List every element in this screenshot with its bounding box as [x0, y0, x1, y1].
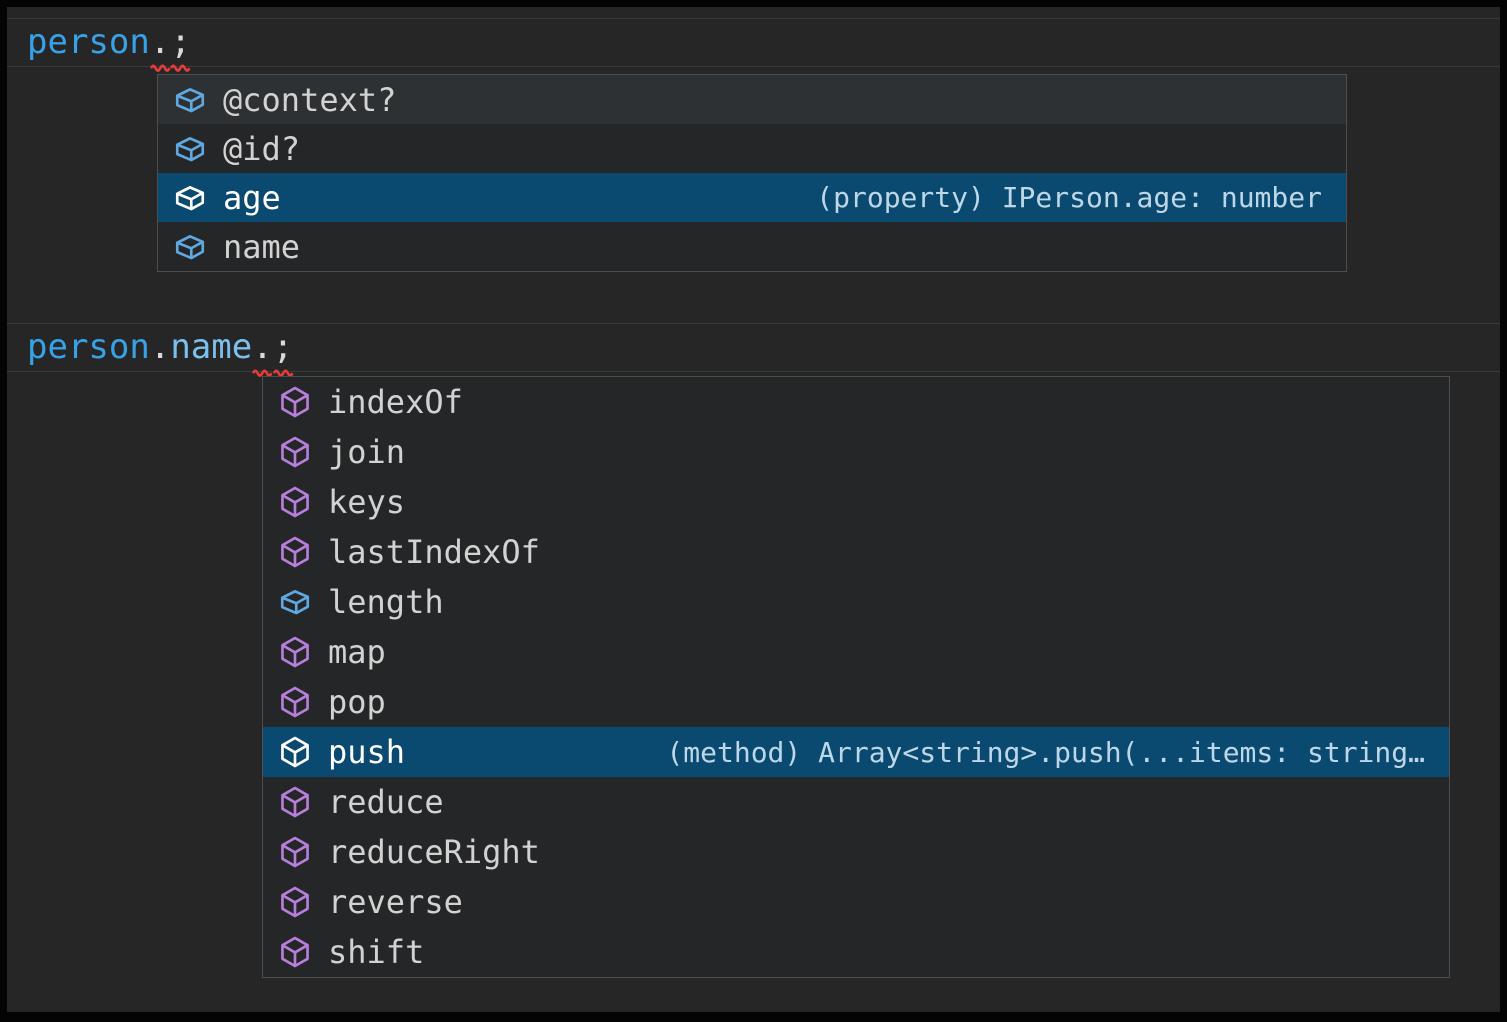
suggestion-item-context[interactable]: @context? — [158, 75, 1346, 124]
symbol-method-icon — [281, 536, 309, 568]
suggestion-label: @context? — [223, 80, 397, 119]
token-dot-error: . — [149, 18, 171, 72]
suggestion-label: pop — [328, 683, 386, 721]
suggestion-label: push — [328, 733, 406, 771]
symbol-field-icon — [175, 185, 205, 210]
suggestion-item-reverse[interactable]: reverse — [263, 877, 1449, 927]
suggestion-label: shift — [328, 933, 425, 971]
suggestion-item-id[interactable]: @id? — [158, 124, 1346, 173]
suggestion-label: name — [223, 227, 301, 266]
suggest-widget-person-name[interactable]: indexOf join keys lastIndexOf length map pop pu… — [262, 376, 1450, 978]
suggestion-detail: (property) IPerson.age: number — [816, 181, 1322, 214]
suggestion-label: lastIndexOf — [328, 533, 540, 571]
suggestion-item-push[interactable]: push (method) Array<string>.push(...items… — [263, 727, 1449, 777]
suggestion-item-reduceright[interactable]: reduceRight — [263, 827, 1449, 877]
suggestion-item-pop[interactable]: pop — [263, 677, 1449, 727]
symbol-method-icon — [281, 636, 309, 668]
symbol-method-icon — [281, 686, 309, 718]
suggestion-label: indexOf — [328, 383, 463, 421]
token-semicolon-error: ; — [170, 18, 191, 72]
suggestion-item-lastindexof[interactable]: lastIndexOf — [263, 527, 1449, 577]
suggestion-label: join — [328, 433, 406, 471]
suggestion-item-indexof[interactable]: indexOf — [263, 377, 1449, 427]
symbol-method-icon — [281, 736, 309, 768]
suggest-widget-person[interactable]: @context? @id? age (property) IPerson.age: … — [157, 74, 1347, 272]
error-squiggle-icon — [272, 369, 294, 377]
suggestion-detail: (method) Array<string>.push(...items: st… — [666, 735, 1425, 769]
token-semicolon-error: ; — [272, 323, 294, 377]
code-line-1[interactable]: person.; — [7, 18, 1500, 72]
code-editor[interactable]: person.; @context? @id? age (property) IPer… — [7, 7, 1500, 1012]
error-squiggle-icon — [170, 64, 191, 72]
token-variable-person: person — [27, 22, 150, 62]
suggestion-item-reduce[interactable]: reduce — [263, 777, 1449, 827]
symbol-method-icon — [281, 886, 309, 918]
suggestion-label: reverse — [328, 883, 463, 921]
symbol-method-icon — [281, 836, 309, 868]
suggestion-label: reduce — [328, 783, 444, 821]
suggestion-label: age — [223, 178, 281, 217]
symbol-method-icon — [281, 786, 309, 818]
token-dot-error: . — [252, 323, 273, 377]
suggestion-item-age[interactable]: age (property) IPerson.age: number — [158, 173, 1346, 222]
symbol-field-icon — [175, 136, 205, 161]
symbol-field-icon — [175, 234, 205, 259]
symbol-method-icon — [281, 436, 309, 468]
symbol-method-icon — [281, 386, 309, 418]
suggestion-label: reduceRight — [328, 833, 540, 871]
code-line-2[interactable]: person.name.; — [7, 323, 1500, 377]
symbol-field-icon — [280, 590, 310, 615]
error-squiggle-icon — [252, 369, 273, 377]
symbol-method-icon — [281, 486, 309, 518]
symbol-field-icon — [175, 87, 205, 112]
suggestion-label: map — [328, 633, 386, 671]
suggestion-item-shift[interactable]: shift — [263, 927, 1449, 977]
suggestion-item-map[interactable]: map — [263, 627, 1449, 677]
suggestion-label: @id? — [223, 129, 301, 168]
suggestion-item-length[interactable]: length — [263, 577, 1449, 627]
suggestion-label: keys — [328, 483, 406, 521]
token-variable-person: person — [27, 327, 150, 367]
suggestion-label: length — [328, 583, 444, 621]
symbol-method-icon — [281, 936, 309, 968]
error-squiggle-icon — [149, 64, 171, 72]
token-dot: . — [149, 327, 171, 367]
suggestion-item-name[interactable]: name — [158, 222, 1346, 271]
suggestion-item-keys[interactable]: keys — [263, 477, 1449, 527]
token-property-name: name — [170, 327, 253, 367]
suggestion-item-join[interactable]: join — [263, 427, 1449, 477]
